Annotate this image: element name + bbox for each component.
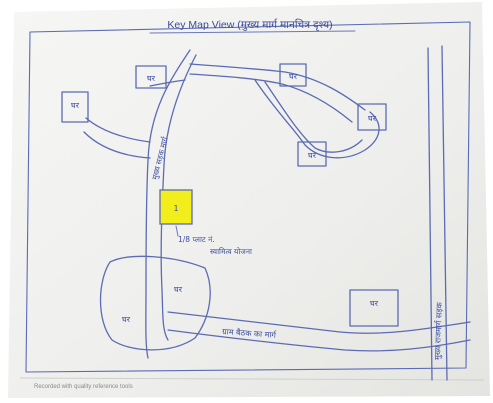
road-bottom xyxy=(167,311,471,352)
road-top-right xyxy=(189,63,366,123)
svg-text:घर: घर xyxy=(122,315,131,324)
svg-text:घर: घर xyxy=(147,74,156,83)
house-left: घर xyxy=(61,91,89,123)
road-branch-left-house xyxy=(83,117,151,159)
paper-sheet xyxy=(8,2,490,398)
house-bottom-right: घर xyxy=(349,289,399,327)
paper-fold-line xyxy=(19,377,485,381)
svg-text:घर: घर xyxy=(174,285,183,294)
svg-text:घर: घर xyxy=(289,72,298,81)
plot-note-line1: 1/8 प्लाट नं. xyxy=(178,235,215,244)
house-mid-right: घर xyxy=(297,141,327,167)
house-right: घर xyxy=(357,103,387,131)
svg-text:घर: घर xyxy=(368,114,377,123)
map-title: Key Map View (मुख्य मार्ग मानचित्र दृश्य… xyxy=(167,18,332,31)
highlighted-plot[interactable]: 1 xyxy=(159,189,193,225)
title-underline xyxy=(149,30,356,34)
house-in-blob-lower: घर xyxy=(122,315,131,324)
house-in-blob-upper: घर xyxy=(174,285,183,294)
plot-note-line2: स्वामित्व योजना xyxy=(210,247,253,256)
house-top-left: घर xyxy=(135,65,167,89)
footer-note: Recorded with quality reference tools xyxy=(34,384,133,390)
label-bottom-road: ग्राम बैठक का मार्ग xyxy=(222,326,277,340)
svg-text:घर: घर xyxy=(308,151,317,160)
area-blob-bottom-left xyxy=(99,255,211,351)
svg-text:घर: घर xyxy=(370,299,379,308)
map-border xyxy=(25,21,471,373)
label-right-road: मुख्य राजमार्ग सड़क xyxy=(432,301,445,360)
svg-text:घर: घर xyxy=(71,101,80,110)
road-right-vertical xyxy=(427,45,448,381)
svg-text:1: 1 xyxy=(173,204,178,213)
plot-note-pointer xyxy=(175,225,179,237)
house-top-right: घर xyxy=(279,63,307,87)
